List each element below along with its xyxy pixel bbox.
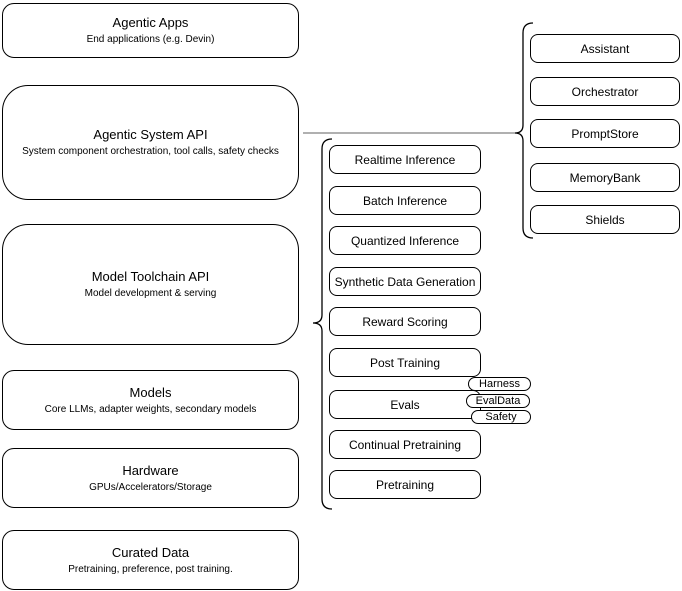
node-label: PromptStore bbox=[571, 126, 639, 141]
node-post-training: Post Training bbox=[329, 348, 481, 377]
node-synthetic-data-generation: Synthetic Data Generation bbox=[329, 267, 481, 296]
node-label: Assistant bbox=[580, 41, 630, 56]
node-title: Agentic Apps bbox=[112, 15, 189, 30]
node-reward-scoring: Reward Scoring bbox=[329, 307, 481, 336]
node-label: Orchestrator bbox=[571, 84, 639, 99]
node-label: Batch Inference bbox=[362, 193, 448, 208]
node-assistant: Assistant bbox=[530, 34, 680, 63]
node-curated-data: Curated Data Pretraining, preference, po… bbox=[2, 530, 299, 590]
node-subtitle: System component orchestration, tool cal… bbox=[22, 146, 279, 157]
node-label: Realtime Inference bbox=[354, 152, 456, 167]
node-label: Reward Scoring bbox=[362, 314, 448, 329]
tag-label: Harness bbox=[479, 378, 520, 390]
node-label: Synthetic Data Generation bbox=[334, 274, 476, 289]
node-label: Quantized Inference bbox=[350, 233, 460, 248]
node-realtime-inference: Realtime Inference bbox=[329, 145, 481, 174]
node-model-toolchain-api: Model Toolchain API Model development & … bbox=[2, 224, 299, 345]
node-agentic-system-api: Agentic System API System component orch… bbox=[2, 85, 299, 200]
brace-toolchain bbox=[312, 138, 333, 510]
node-subtitle: Pretraining, preference, post training. bbox=[68, 563, 233, 575]
tag-evaldata: EvalData bbox=[466, 394, 530, 408]
node-shields: Shields bbox=[530, 205, 680, 234]
node-label: Continual Pretraining bbox=[348, 437, 462, 452]
node-continual-pretraining: Continual Pretraining bbox=[329, 430, 481, 459]
node-models: Models Core LLMs, adapter weights, secon… bbox=[2, 370, 299, 430]
node-title: Hardware bbox=[122, 462, 179, 478]
node-title: Model Toolchain API bbox=[91, 269, 210, 284]
node-subtitle: Core LLMs, adapter weights, secondary mo… bbox=[44, 403, 257, 415]
node-quantized-inference: Quantized Inference bbox=[329, 226, 481, 255]
node-title: Models bbox=[129, 384, 172, 400]
node-pretraining: Pretraining bbox=[329, 470, 481, 499]
node-hardware: Hardware GPUs/Accelerators/Storage bbox=[2, 448, 299, 508]
brace-system-components bbox=[514, 22, 534, 239]
node-promptstore: PromptStore bbox=[530, 119, 680, 148]
node-label: Evals bbox=[390, 397, 420, 412]
node-agentic-apps: Agentic Apps End applications (e.g. Devi… bbox=[2, 3, 299, 58]
node-batch-inference: Batch Inference bbox=[329, 186, 481, 215]
node-label: MemoryBank bbox=[569, 170, 641, 185]
node-subtitle: End applications (e.g. Devin) bbox=[86, 34, 215, 45]
tag-label: EvalData bbox=[475, 395, 521, 407]
tag-harness: Harness bbox=[468, 377, 531, 391]
node-title: Curated Data bbox=[111, 544, 190, 560]
node-subtitle: GPUs/Accelerators/Storage bbox=[89, 481, 212, 493]
node-title: Agentic System API bbox=[93, 127, 208, 142]
node-orchestrator: Orchestrator bbox=[530, 77, 680, 106]
node-label: Post Training bbox=[369, 355, 441, 370]
node-label: Shields bbox=[585, 212, 625, 227]
tag-safety: Safety bbox=[471, 410, 531, 424]
node-label: Pretraining bbox=[375, 477, 435, 492]
node-subtitle: Model development & serving bbox=[84, 288, 217, 299]
tag-label: Safety bbox=[485, 411, 517, 423]
node-memorybank: MemoryBank bbox=[530, 163, 680, 192]
node-evals: Evals bbox=[329, 390, 481, 419]
